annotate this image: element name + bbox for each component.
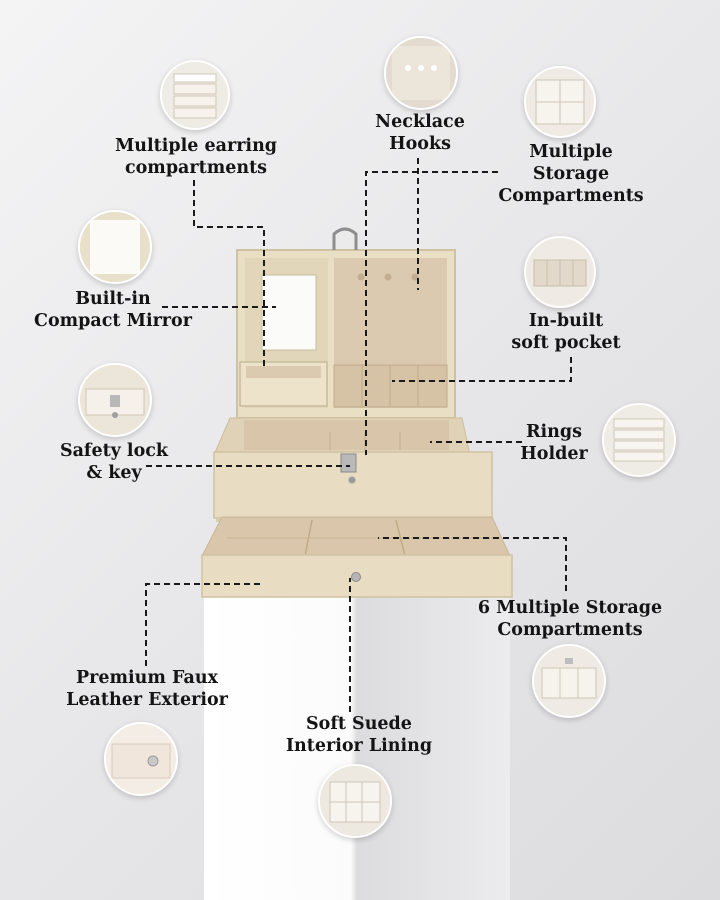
label-necklace-hooks: Necklace Hooks [375, 112, 465, 154]
label-six-compartments: 6 Multiple Storage Compartments [477, 598, 663, 640]
leader-line-pocket [392, 357, 572, 382]
storage-grid-icon [524, 66, 596, 138]
label-rings-holder: Rings Holder [520, 422, 588, 464]
label-storage-compartments: Multiple Storage Compartments [498, 142, 644, 206]
lock-key-icon [78, 363, 152, 437]
label-safety-lock: Safety lock & key [59, 441, 169, 483]
label-suede-lining: Soft Suede Interior Lining [285, 714, 433, 756]
necklace-hooks-icon [384, 36, 458, 110]
suede-tray-icon [318, 764, 392, 838]
leader-line-storage [365, 171, 498, 455]
label-soft-pocket: In-built soft pocket [511, 311, 621, 353]
label-faux-leather: Premium Faux Leather Exterior [66, 668, 228, 710]
display-pedestal [204, 596, 510, 900]
leader-line-leather [145, 583, 262, 666]
label-earring-compartments: Multiple earring compartments [114, 136, 278, 178]
mirror-icon [78, 210, 152, 284]
leader-line-six [378, 537, 567, 591]
drawer-compartments-icon [532, 644, 606, 718]
label-compact-mirror: Built-in Compact Mirror [34, 289, 192, 331]
leader-line-earring [193, 180, 265, 370]
leather-clasp-icon [104, 722, 178, 796]
soft-pocket-icon [524, 236, 596, 308]
earring-tray-icon [160, 60, 230, 130]
ring-rolls-icon [602, 403, 676, 477]
